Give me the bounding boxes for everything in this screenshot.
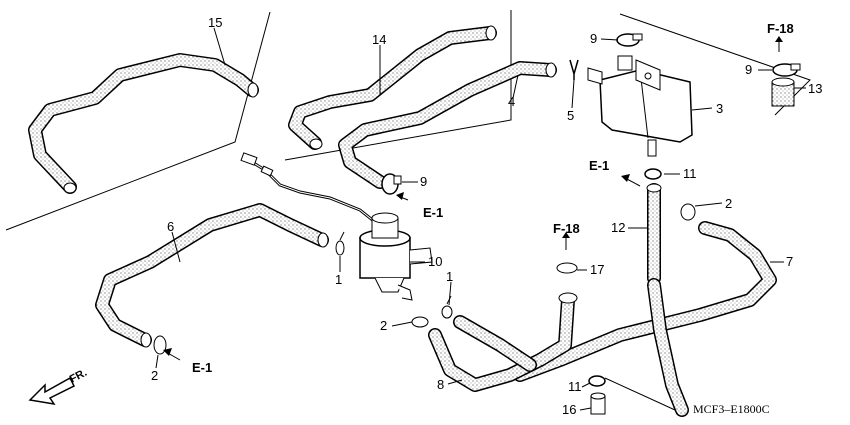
ref-f18-top: F-18 bbox=[767, 21, 794, 36]
clip-2-left bbox=[153, 335, 167, 355]
clamp-11-top bbox=[644, 168, 662, 180]
ref-e1-right: E-1 bbox=[589, 158, 609, 173]
label-1-left: 1 bbox=[335, 272, 342, 287]
hose-7 bbox=[513, 221, 777, 417]
drawing-code: MCF3–E1800C bbox=[693, 402, 770, 416]
clip-1-left bbox=[335, 231, 345, 256]
clip-1-right bbox=[441, 295, 453, 319]
label-3: 3 bbox=[716, 101, 723, 116]
ref-arrows bbox=[163, 36, 783, 361]
label-9-top: 9 bbox=[590, 31, 597, 46]
label-9-right: 9 bbox=[745, 62, 752, 77]
label-2-left: 2 bbox=[151, 368, 158, 383]
reservoir-tank-3 bbox=[587, 55, 693, 157]
label-11-bottom: 11 bbox=[568, 379, 582, 394]
label-10: 10 bbox=[428, 254, 442, 269]
label-6: 6 bbox=[167, 219, 174, 234]
front-arrow: FR. bbox=[28, 367, 89, 406]
hose-12 bbox=[646, 183, 662, 285]
left-panel-frame bbox=[5, 11, 271, 231]
ref-e1-center: E-1 bbox=[423, 205, 443, 220]
hose-6 bbox=[95, 203, 329, 348]
ref-f18-center: F-18 bbox=[553, 221, 580, 236]
hose-8 bbox=[428, 292, 578, 392]
label-17: 17 bbox=[590, 262, 604, 277]
label-14: 14 bbox=[372, 32, 386, 47]
label-4: 4 bbox=[508, 94, 515, 109]
clip-2-center bbox=[411, 316, 429, 328]
label-5: 5 bbox=[567, 108, 574, 123]
cap-13 bbox=[771, 77, 795, 107]
hose-14 bbox=[288, 25, 497, 150]
clip-5 bbox=[569, 59, 579, 80]
clamp-9-center bbox=[381, 173, 402, 195]
air-valve-10 bbox=[240, 152, 433, 301]
label-13: 13 bbox=[808, 81, 822, 96]
label-16: 16 bbox=[562, 402, 576, 417]
leader-lines bbox=[155, 27, 806, 411]
hose-4 bbox=[338, 61, 557, 189]
label-12: 12 bbox=[611, 220, 625, 235]
center-panel-frame bbox=[284, 10, 512, 161]
label-1-right: 1 bbox=[446, 269, 453, 284]
label-15: 15 bbox=[208, 15, 222, 30]
hose-15 bbox=[28, 53, 259, 194]
label-7: 7 bbox=[786, 254, 793, 269]
label-8: 8 bbox=[437, 377, 444, 392]
label-9-center: 9 bbox=[420, 174, 427, 189]
label-11-top: 11 bbox=[683, 166, 697, 181]
label-2-right: 2 bbox=[725, 196, 732, 211]
front-marker-label: FR. bbox=[68, 367, 89, 386]
clamp-11-bottom bbox=[588, 375, 606, 387]
clamp-9-top bbox=[616, 33, 643, 47]
plug-16 bbox=[590, 392, 606, 415]
clip-2-right bbox=[680, 203, 696, 221]
ref-e1-left: E-1 bbox=[192, 360, 212, 375]
label-2-center: 2 bbox=[380, 318, 387, 333]
clamp-9-right bbox=[772, 63, 801, 77]
clip-17 bbox=[556, 262, 578, 274]
